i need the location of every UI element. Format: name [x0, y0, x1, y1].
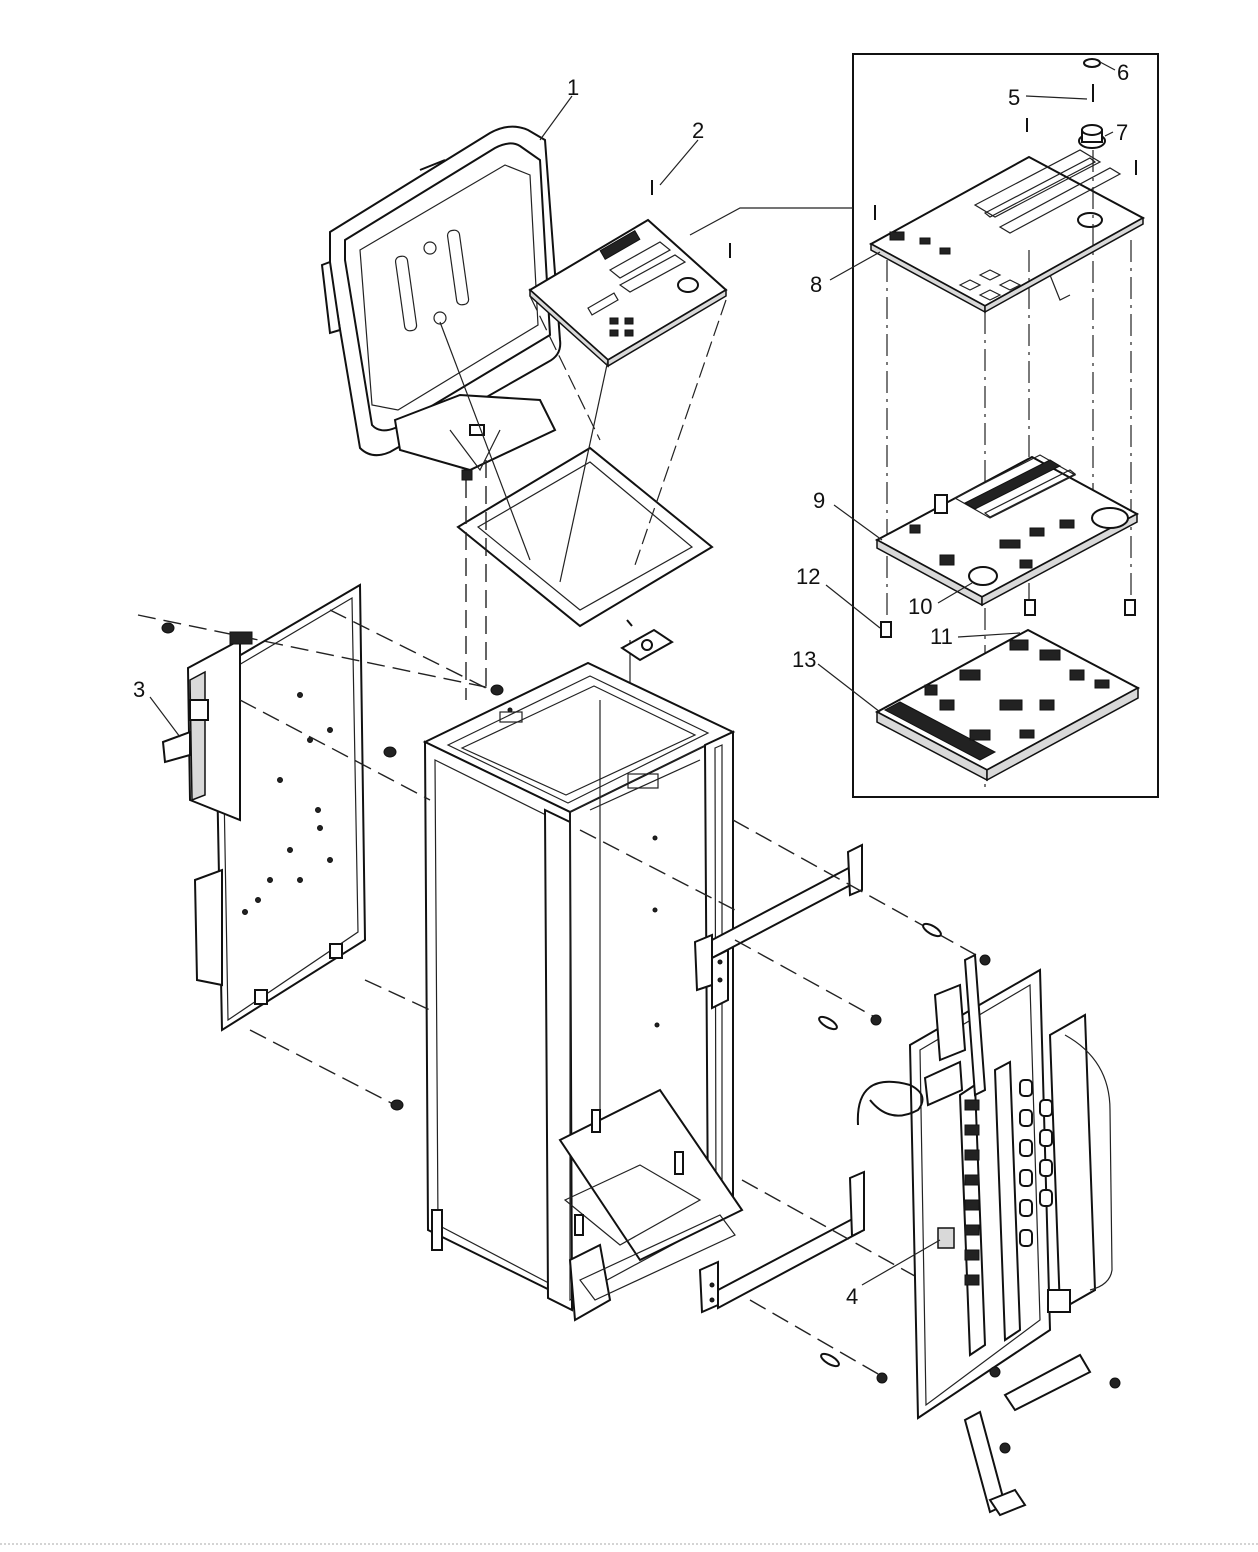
- part-2-panel: [528, 180, 731, 368]
- detail-inset: [689, 53, 1159, 798]
- part-9-pcb: [874, 454, 1140, 607]
- callout-5: 5: [1008, 85, 1020, 110]
- callout-7: 7: [1116, 120, 1128, 145]
- callout-labels: 1 2 3 4 5 6 7 8 9 10 12 11 13: [133, 60, 1129, 1309]
- upper-bracket: [693, 843, 863, 1010]
- panel-guide-lines: [439, 295, 727, 760]
- callout-13: 13: [792, 647, 816, 672]
- callout-4: 4: [846, 1284, 858, 1309]
- part-4-terminal-assembly: [856, 953, 1113, 1517]
- part-6-cap: [1083, 58, 1101, 68]
- standoff: [1024, 599, 1036, 616]
- part-3-side-panel: [161, 583, 367, 1032]
- part-12-standoff: [880, 621, 892, 638]
- callout-3: 3: [133, 677, 145, 702]
- callout-1: 1: [567, 75, 579, 100]
- part-13-pcb: [874, 628, 1141, 782]
- callout-10: 10: [908, 594, 932, 619]
- gasket-frame: [456, 446, 714, 628]
- callout-2: 2: [692, 118, 704, 143]
- callout-9: 9: [813, 488, 825, 513]
- left-assembly-lines: [137, 609, 504, 1111]
- callout-6: 6: [1117, 60, 1129, 85]
- standoff: [1124, 599, 1136, 616]
- detail-leader-line: [689, 207, 853, 236]
- right-assembly-lines: [579, 819, 1121, 1454]
- part-7-knob: [1078, 124, 1106, 149]
- main-housing: [422, 661, 744, 1322]
- callout-leaders: [149, 61, 1116, 1286]
- bracket-plate: [620, 619, 674, 662]
- detail-inset-frame: [852, 53, 1159, 798]
- callout-11: 11: [930, 624, 953, 649]
- part-8-panel: [868, 149, 1146, 314]
- part-1-lid: [320, 125, 562, 472]
- lower-bracket: [698, 1170, 865, 1314]
- callout-12: 12: [796, 564, 820, 589]
- callout-8: 8: [810, 272, 822, 297]
